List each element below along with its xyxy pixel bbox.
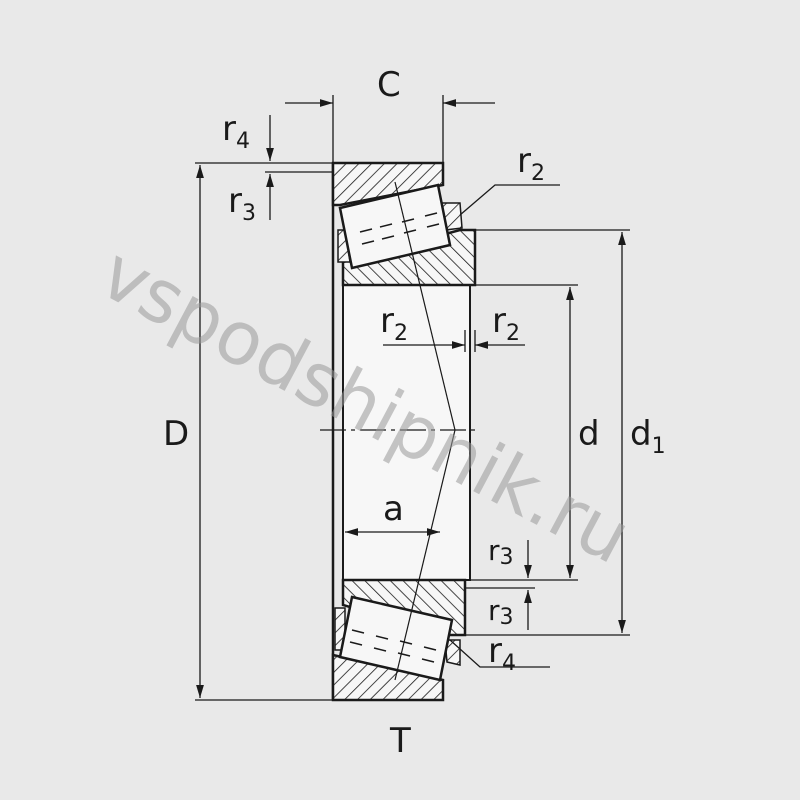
label-d: d	[578, 414, 600, 454]
label-r4-bottom: r4	[488, 631, 516, 676]
label-a: a	[383, 489, 404, 529]
label-r2-top: r2	[517, 141, 545, 186]
roller-bottom-dashes	[349, 629, 437, 663]
label-r3-bottom-1: r3	[488, 534, 514, 570]
bore-area	[342, 284, 471, 581]
pressure-line-bottom	[394, 429, 456, 681]
label-r3-bottom-2: r3	[488, 594, 514, 630]
roller-top-dashes	[359, 212, 440, 245]
pressure-line-top	[394, 181, 456, 431]
label-r3-top: r3	[228, 181, 256, 226]
label-D: D	[163, 414, 189, 454]
label-r4-top: r4	[222, 109, 250, 154]
label-r2-mid-right: r2	[492, 301, 520, 346]
label-c: C	[377, 65, 401, 105]
label-r2-mid-left: r2	[380, 301, 408, 346]
label-T: T	[389, 721, 411, 761]
label-d1: d1	[630, 414, 666, 459]
roller-top	[338, 183, 452, 270]
